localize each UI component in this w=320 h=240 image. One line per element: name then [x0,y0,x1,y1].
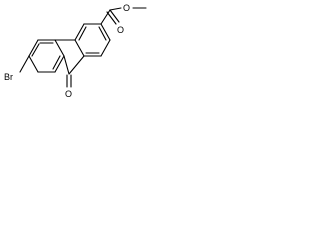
bond [68,55,85,75]
bond [106,11,117,25]
bond [109,9,120,23]
bond [63,55,70,75]
five-membered-ring [54,39,85,75]
bond [54,55,65,73]
bond [54,39,65,57]
bond [100,9,111,25]
bond [100,23,111,41]
left-benzene-ring [28,39,65,73]
structure-diagram: Br O O O [4,3,147,99]
bond [74,23,85,41]
bromine-bond [19,55,30,73]
double-bond [52,55,61,70]
bond [28,55,39,73]
ester-group-bonds [100,7,147,25]
double-bond [78,26,87,41]
right-benzene-ring [74,23,111,57]
bromine-label: Br [4,72,13,82]
bond [100,39,111,57]
ester-carbonyl-oxygen-label: O [117,25,124,35]
double-bond [98,26,107,41]
bond [74,39,85,57]
ester-ether-oxygen-label: O [123,3,130,13]
bond [28,39,39,57]
bond [109,7,122,11]
double-bond [31,43,40,57]
ketone-oxygen-label: O [65,89,72,99]
ketone-double-bond [66,74,72,88]
